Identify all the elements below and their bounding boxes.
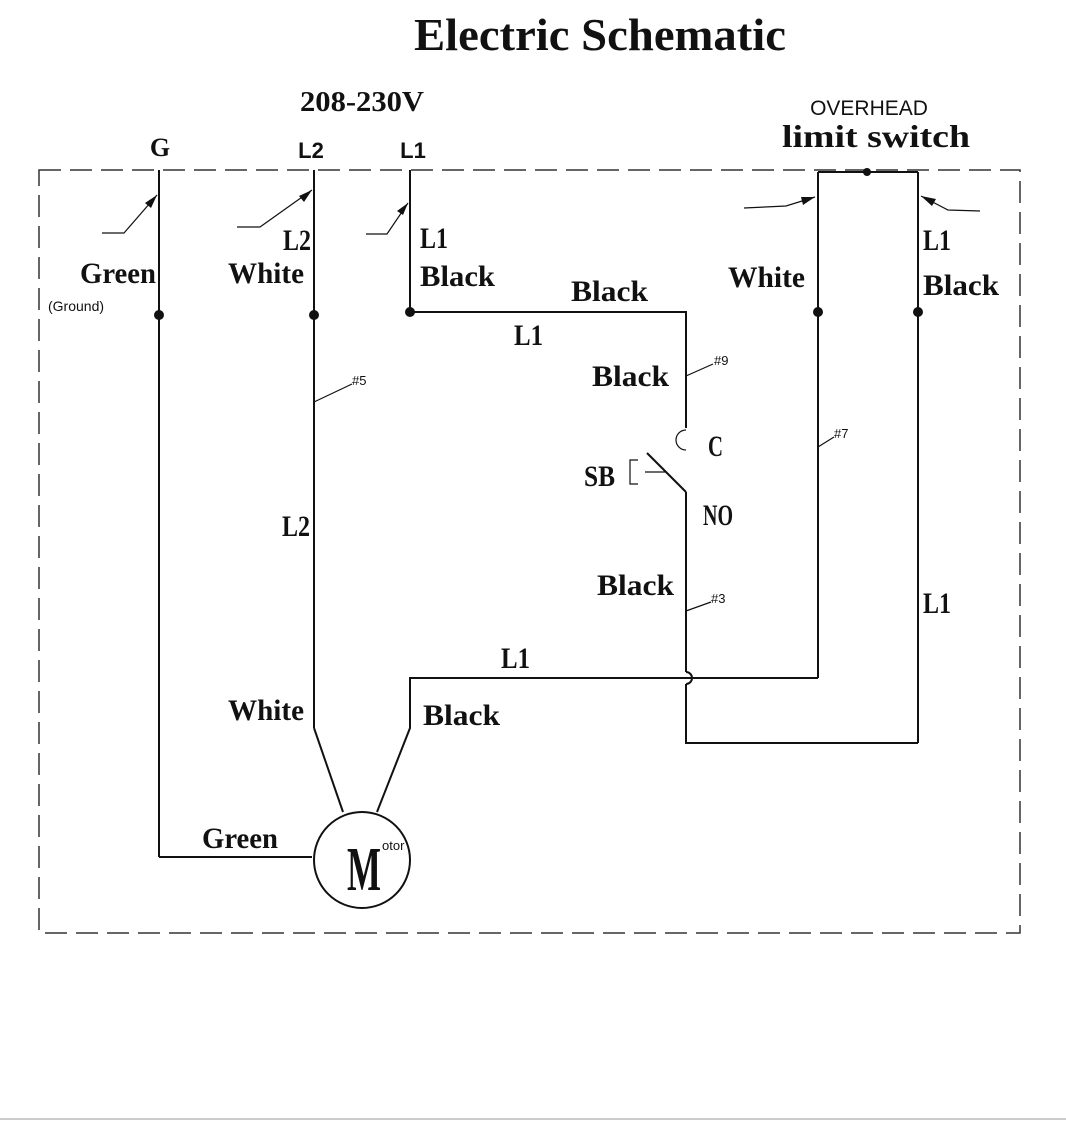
label-l2-mid: L2	[282, 510, 310, 543]
label-l1-right-mid: L1	[923, 587, 951, 620]
label-contact-no: NO	[703, 499, 733, 532]
connector-arrow	[366, 202, 409, 235]
voltage-label: 208-230V	[300, 87, 424, 118]
label-contact-c: C	[708, 430, 723, 463]
junction-dot	[154, 310, 164, 320]
label-wire5: #5	[352, 373, 366, 388]
junction-dot	[813, 307, 823, 317]
label-wire9: #9	[714, 353, 728, 368]
label-l1-bottom-run: L1	[501, 642, 530, 675]
label-white-right: White	[728, 261, 805, 294]
label-white-motor: White	[228, 694, 304, 727]
label-l1-right-top: L1	[923, 224, 951, 257]
junction-dot	[913, 307, 923, 317]
enclosure-box	[38, 169, 1021, 934]
terminal-l2-label: L2	[298, 138, 324, 163]
label-l1-top: L1	[420, 222, 448, 255]
label-black-switch-in: Black	[592, 360, 669, 393]
label-l1-top-run: L1	[514, 319, 543, 352]
motor-m-letter: M	[347, 836, 381, 904]
label-l2-top: L2	[283, 224, 311, 257]
connector-arrow	[237, 189, 313, 228]
limit-to-motor-wire	[376, 677, 818, 813]
switch-to-limit-wire	[685, 684, 918, 744]
label-black-left-top: Black	[420, 260, 495, 293]
l1-to-switch-wire	[410, 311, 687, 428]
wire7-leader	[817, 436, 835, 448]
pushbutton-icon	[629, 459, 638, 485]
switch-common-contact	[675, 429, 687, 451]
limit-switch-pivot	[863, 168, 871, 176]
wire9-leader	[685, 363, 714, 377]
l2-motor-lead	[313, 727, 344, 813]
connector-arrow	[920, 195, 981, 212]
label-black-switch-out: Black	[597, 569, 674, 602]
junction-dot	[405, 307, 415, 317]
motor-icon	[313, 811, 411, 909]
connector-arrow	[102, 194, 158, 234]
title: Electric Schematic	[414, 9, 786, 60]
motor-otor-text: otor	[382, 838, 405, 853]
label-wire7: #7	[834, 426, 848, 441]
label-white-left-top: White	[228, 257, 304, 290]
overhead-label: OVERHEAD	[810, 97, 928, 120]
label-green-motor: Green	[202, 822, 278, 855]
label-black-right-top: Black	[923, 269, 999, 302]
label-wire3: #3	[711, 591, 725, 606]
switch-blade	[646, 452, 687, 493]
label-sb: SB	[584, 460, 615, 493]
wire5-leader	[313, 383, 353, 403]
terminal-g-label: G	[150, 133, 170, 162]
label-black-motor: Black	[423, 699, 500, 732]
junction-dot	[309, 310, 319, 320]
terminal-l1-label: L1	[400, 138, 426, 163]
wire3-leader	[685, 601, 712, 612]
label-ground: (Ground)	[48, 298, 104, 314]
label-black-top-run: Black	[571, 275, 648, 308]
label-green: Green	[80, 257, 156, 290]
limit-switch-label: limit switch	[782, 118, 970, 154]
connector-arrow	[743, 196, 816, 209]
